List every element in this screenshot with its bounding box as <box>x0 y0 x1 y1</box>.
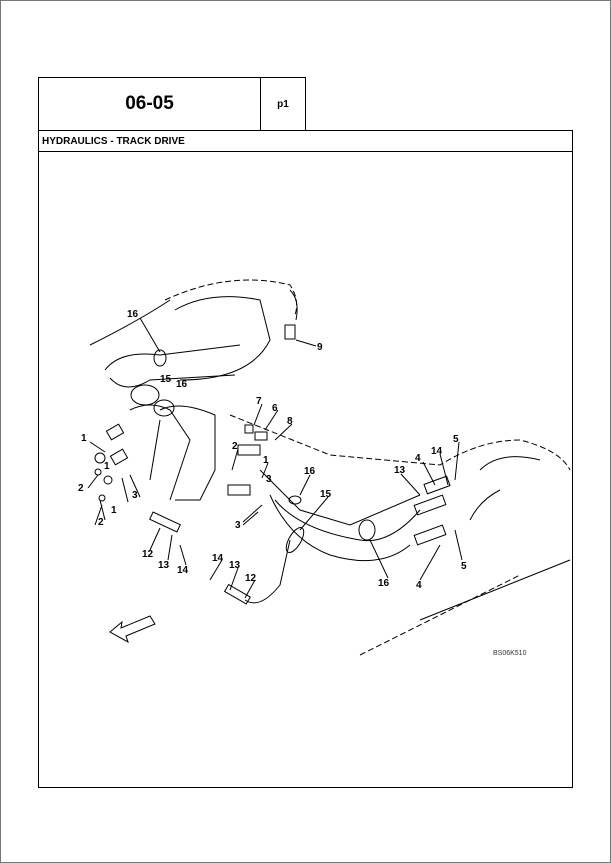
callout: 5 <box>453 434 459 445</box>
callout: 5 <box>461 561 467 572</box>
figure-frame <box>38 151 573 788</box>
hose <box>129 404 191 501</box>
fittings <box>94 324 451 605</box>
callout: 2 <box>78 483 84 494</box>
figure-reference: BS06K510 <box>493 650 527 657</box>
callout: 16 <box>127 309 139 320</box>
callout: 13 <box>394 465 406 476</box>
callout: 1 <box>111 505 117 516</box>
callout: 13 <box>158 560 170 571</box>
callout: 16 <box>378 578 390 589</box>
callout: 8 <box>287 416 293 427</box>
callout: 12 <box>245 573 257 584</box>
callout: 9 <box>317 342 323 353</box>
callout: 4 <box>415 453 421 464</box>
callout: 6 <box>272 403 278 414</box>
callout: 1 <box>104 461 110 472</box>
callout: 16 <box>176 379 188 390</box>
callout: 14 <box>431 446 443 457</box>
direction-arrow-icon <box>109 615 156 644</box>
hose <box>269 494 421 562</box>
machine-outline <box>164 279 298 316</box>
callout: 14 <box>177 565 189 576</box>
callout: 1 <box>263 455 269 466</box>
callout: 14 <box>212 553 224 564</box>
callout: 4 <box>416 580 422 591</box>
callout: 16 <box>304 466 316 477</box>
callout: 12 <box>142 549 154 560</box>
callout: 15 <box>320 489 332 500</box>
callout: 1 <box>81 433 87 444</box>
callout: 13 <box>229 560 241 571</box>
callout: 3 <box>132 490 138 501</box>
callout: 2 <box>98 517 104 528</box>
callout: 3 <box>235 520 241 531</box>
callout: 3 <box>266 474 272 485</box>
callout: 15 <box>160 374 172 385</box>
callout: 2 <box>232 441 238 452</box>
callout: 7 <box>256 396 262 407</box>
hose <box>104 344 241 388</box>
